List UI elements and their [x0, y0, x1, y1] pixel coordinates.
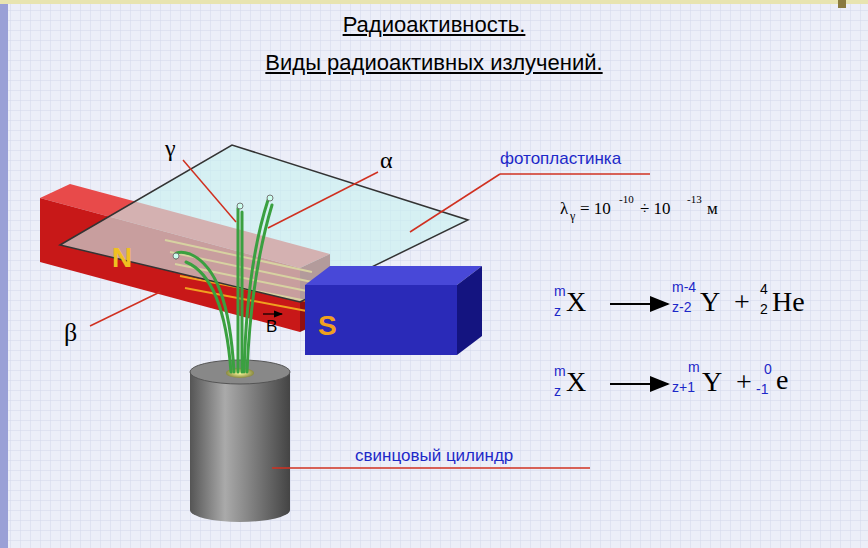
beam-spot [267, 195, 273, 201]
formula-part: -13 [687, 194, 702, 205]
vector-arrow [263, 313, 282, 314]
formula-part: м [707, 200, 718, 217]
mass-number: m [554, 284, 566, 298]
mass-number: m-4 [672, 280, 696, 294]
charge-number: -1 [756, 382, 768, 396]
beam-spot [173, 253, 179, 259]
element-symbol: Y [700, 288, 720, 316]
ray-label: α [380, 148, 393, 172]
charge-number: z-2 [672, 300, 691, 314]
element-symbol: He [772, 288, 805, 316]
formula-part: ÷ 10 [640, 200, 671, 217]
reaction-arrow [610, 303, 668, 305]
beam-spot [237, 203, 243, 209]
plus-sign: + [734, 288, 750, 316]
plus-sign: + [736, 368, 752, 396]
charge-number: z [554, 384, 561, 398]
subtitle: Виды радиоактивных излучений. [0, 52, 868, 74]
element-symbol: X [566, 368, 586, 396]
corner-mark [838, 0, 846, 8]
element-symbol: Y [702, 368, 722, 396]
reaction-arrow [610, 383, 668, 385]
south-pole: S [318, 312, 341, 340]
element-symbol: e [776, 366, 788, 394]
ray-label: β [64, 320, 77, 346]
part-name: свинцовый цилиндр [355, 447, 513, 464]
part-name: фотопластинка [500, 150, 621, 167]
radiation-beams [175, 200, 272, 372]
formula-part: -10 [619, 194, 634, 205]
south-magnet [305, 266, 482, 355]
mass-number: m [554, 364, 566, 378]
mass-number: m [688, 360, 700, 374]
field-label: B [266, 318, 277, 335]
ray-label: γ [165, 136, 176, 160]
lead-cylinder [190, 360, 290, 522]
charge-number: z [554, 304, 561, 318]
side-strip [0, 0, 8, 548]
charge-number: 2 [760, 302, 768, 316]
charge-number: z+1 [672, 380, 695, 394]
formula-part: λ [560, 200, 568, 217]
top-strip [0, 0, 868, 4]
pole-letter: N [112, 244, 137, 272]
title: Радиоактивность. [0, 14, 868, 36]
mass-number: 0 [764, 362, 772, 376]
formula-part: = 10 [580, 200, 611, 217]
leader-lines [90, 160, 650, 468]
formula-part: γ [570, 210, 575, 222]
north-pole: N [112, 244, 137, 272]
pole-letter: S [318, 312, 341, 340]
element-symbol: X [566, 288, 586, 316]
mass-number: 4 [760, 282, 768, 296]
